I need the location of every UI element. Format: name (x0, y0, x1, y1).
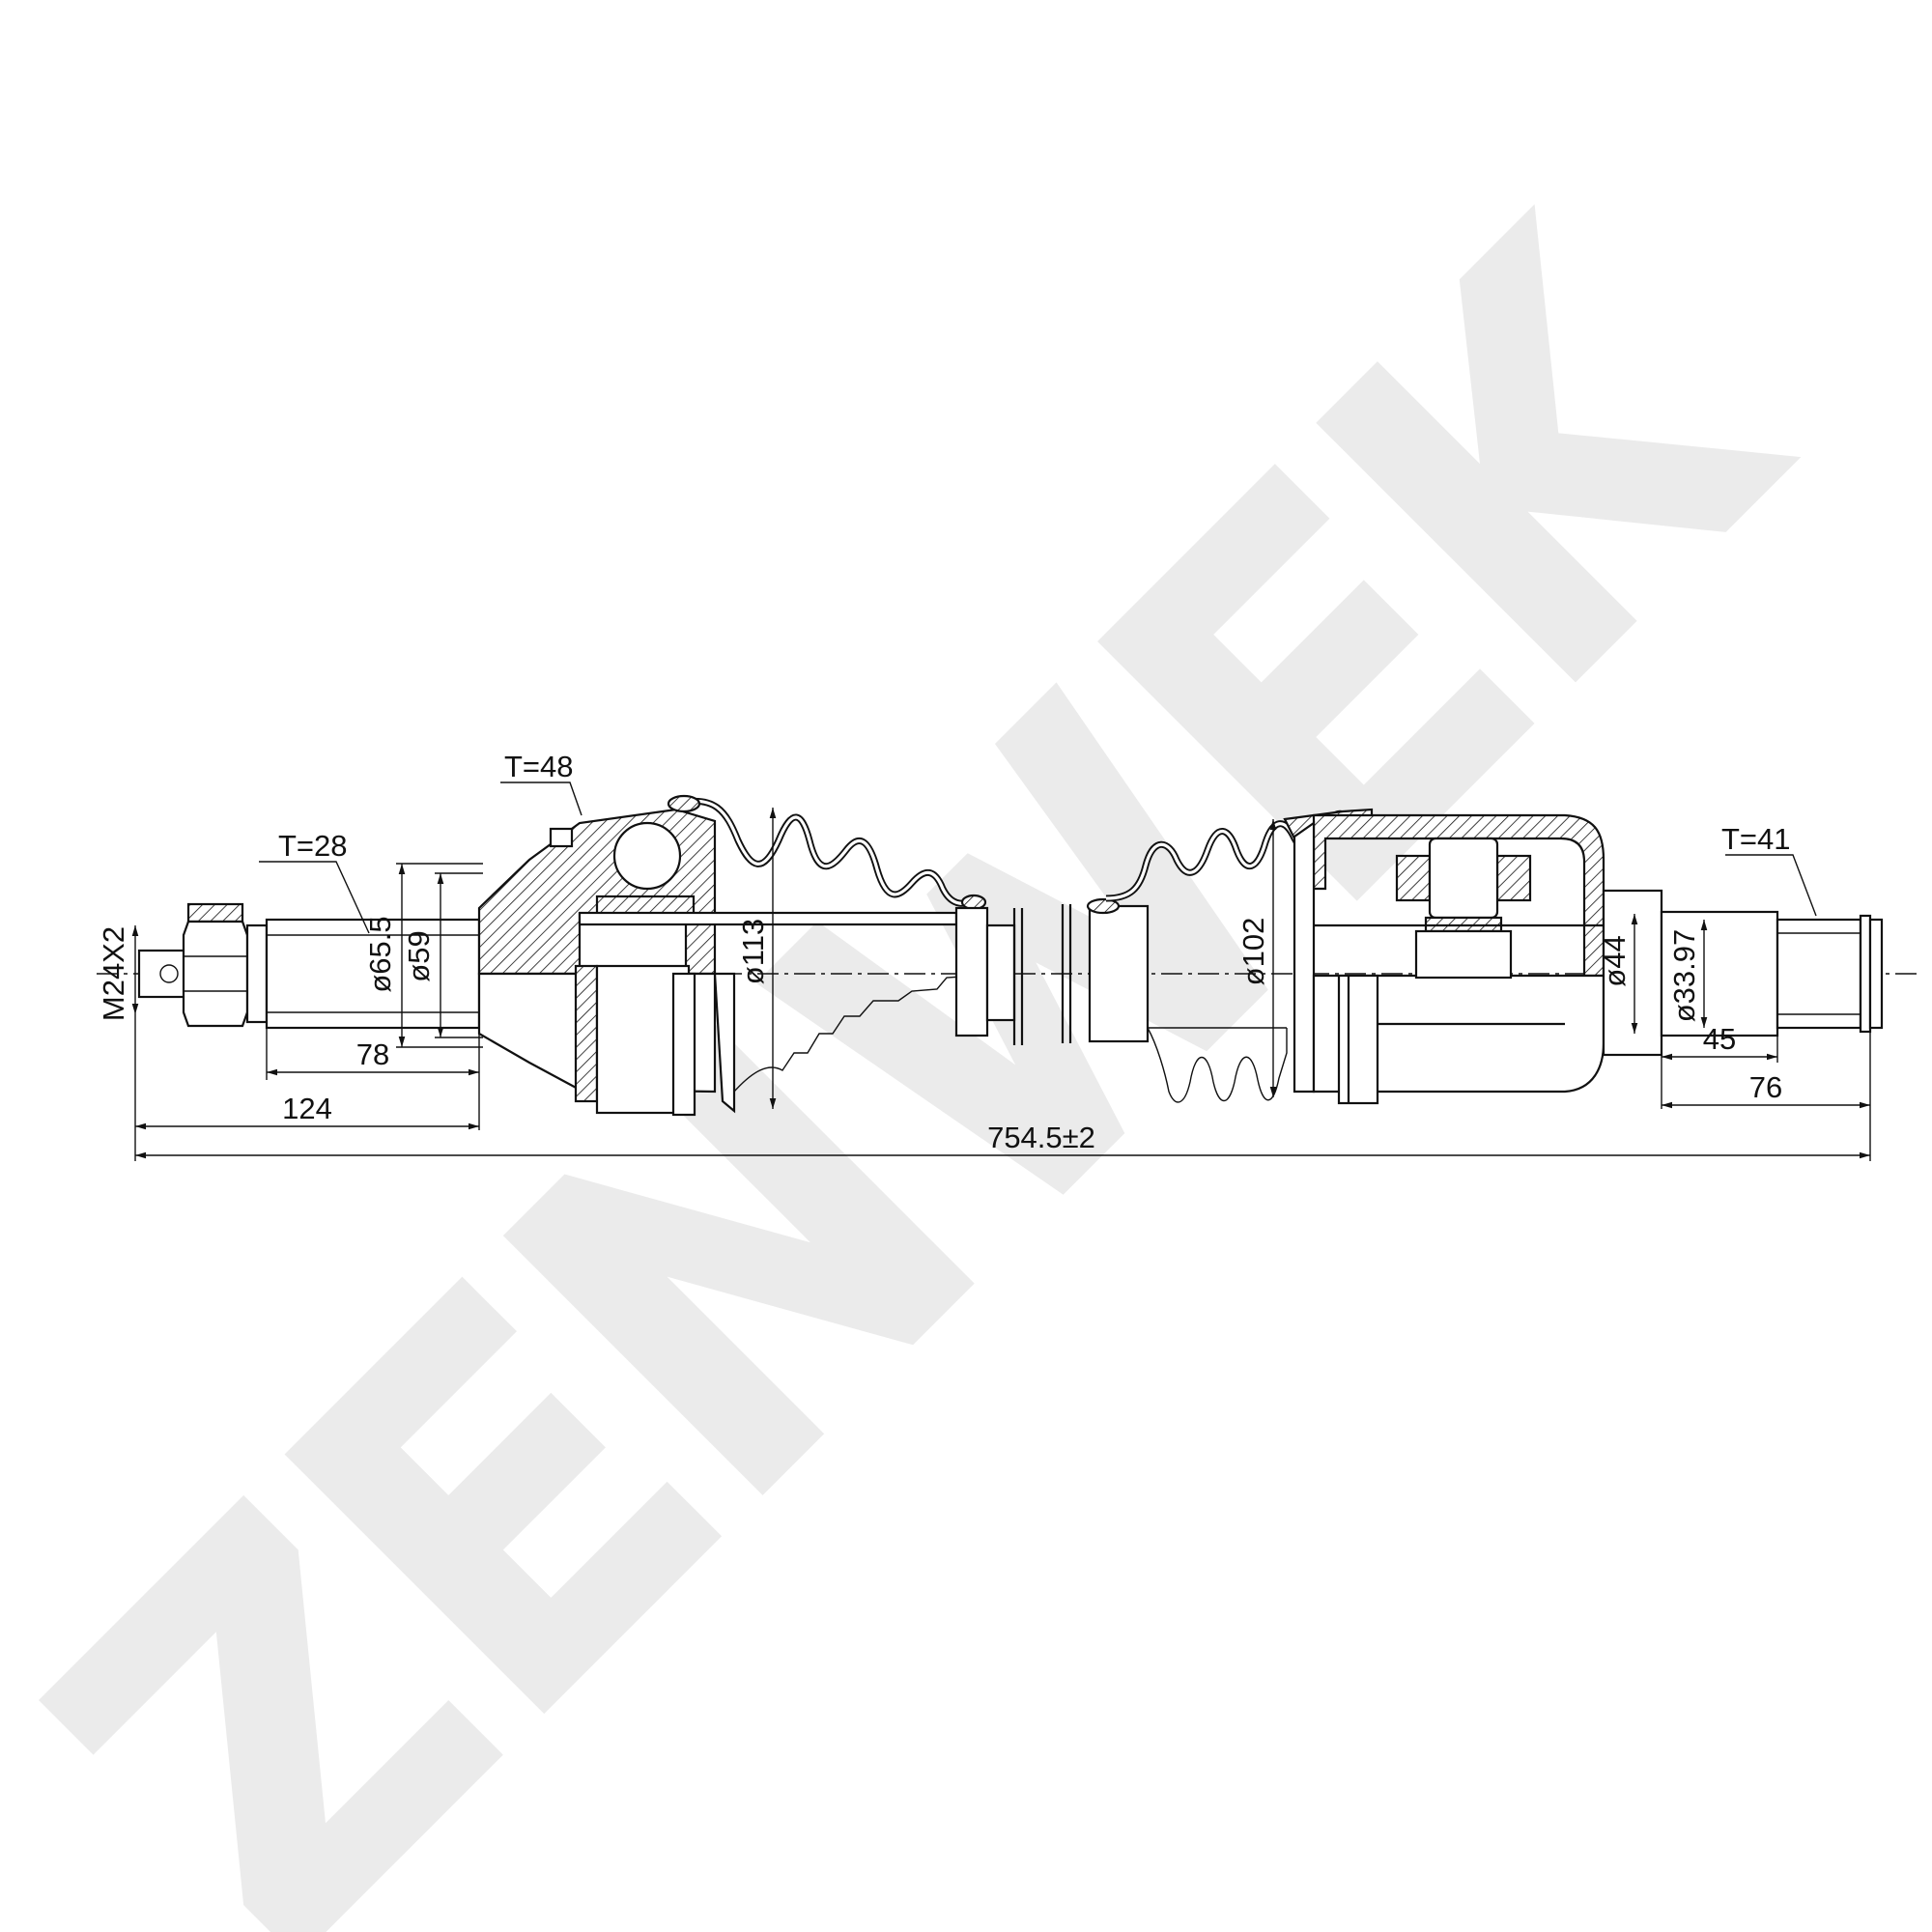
inner-tripod-joint (1293, 813, 1605, 1105)
inner-boot-large-clamp (1337, 974, 1379, 1105)
shaft-break (1061, 904, 1072, 1043)
boot-clamp-large (671, 972, 696, 1117)
thread-end (137, 949, 191, 999)
roller-left (1395, 854, 1432, 902)
dia-outer-seat-label: ø65.5 (363, 916, 397, 992)
stub-circlip (1859, 914, 1872, 1034)
dia-inner-boot-label: ø102 (1236, 918, 1270, 986)
outer-boot (667, 794, 987, 1114)
tripod-hub (1414, 929, 1513, 980)
dimension-lines (131, 781, 1871, 1161)
len-inner-spline-label: 45 (1703, 1022, 1736, 1056)
len-overall-label: 754.5±2 (987, 1121, 1095, 1154)
len-inner-stub-label: 76 (1749, 1070, 1782, 1104)
dia-outer-stub-label: ø59 (402, 930, 436, 981)
cv-ball (612, 821, 682, 891)
abs-ring (574, 964, 599, 1103)
inner-spline-teeth-label: T=41 (1721, 822, 1791, 856)
outer-shaft-segment (578, 906, 1024, 1045)
boot-clamp-small (954, 906, 989, 1037)
tripod-spider (1428, 837, 1499, 920)
outer-spline-teeth-label: T=28 (278, 829, 348, 863)
thread-label: M24X2 (97, 926, 130, 1021)
dia-inner-spline-label: ø33.97 (1667, 929, 1701, 1023)
cotter-hole (159, 964, 179, 983)
shaft-collar (985, 923, 1016, 1022)
roller-right (1495, 854, 1532, 902)
nut-washer (245, 923, 269, 1024)
len-outer-stub-label: 78 (356, 1037, 389, 1071)
inner-spline (1776, 918, 1862, 1030)
outer-cv-joint (477, 808, 717, 1117)
stub-end (1868, 918, 1884, 1030)
dia-inner-housing-label: ø44 (1598, 935, 1632, 986)
inner-stub-assembly (1602, 889, 1884, 1057)
housing-section (1312, 813, 1605, 978)
len-outer-total-label: 124 (282, 1092, 332, 1125)
abs-mark (549, 827, 574, 848)
abs-teeth-label: T=48 (504, 750, 574, 783)
boot-clamp-top (667, 794, 701, 813)
inner-boot-small-clamp (1088, 904, 1150, 1043)
dia-outer-boot-label: ø113 (736, 919, 770, 984)
nut-hatch-top (186, 902, 244, 923)
axle-nut (182, 920, 249, 1028)
